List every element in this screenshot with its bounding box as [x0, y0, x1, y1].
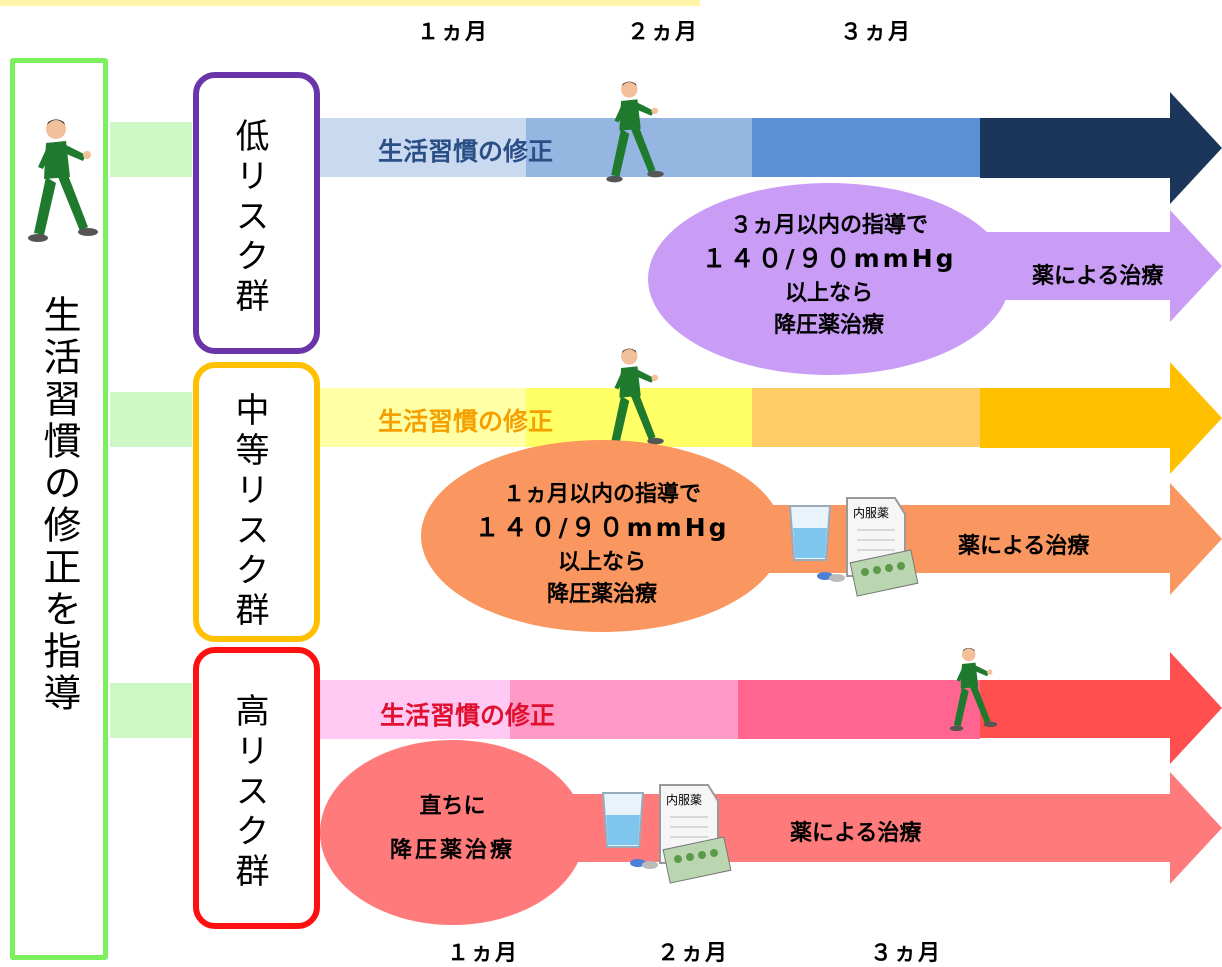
month-label-bottom-2: ２ヵ月 — [657, 941, 730, 966]
lifestyle-guidance-box — [10, 58, 108, 960]
walking-person-icon — [28, 119, 98, 242]
connector-high — [110, 683, 192, 738]
month-label-top-1: １ヵ月 — [417, 20, 490, 45]
lifestyle-label-high: 生活習慣の修正 — [380, 701, 556, 730]
arrow-high — [980, 652, 1222, 764]
medicine-bag-label: 内服薬 — [853, 506, 890, 520]
risk-box-high — [193, 647, 320, 929]
ellipse-line: 以上なら — [784, 281, 873, 306]
ellipse-line: １ヵ月以内の指導で — [502, 482, 701, 507]
risk-label-high: 高リスク群 — [229, 693, 269, 893]
risk-box-low — [193, 72, 320, 354]
ellipse-line: 降圧薬治療 — [773, 313, 884, 338]
ellipse-line: 降圧薬治療 — [389, 838, 515, 863]
risk-label-mid: 中等リスク群 — [229, 392, 269, 632]
lifestyle-band-mid — [320, 388, 980, 447]
ellipse-line: 降圧薬治療 — [546, 582, 657, 607]
ellipse-line: １４０/９０mmHg — [701, 244, 957, 273]
lifestyle-band-high — [320, 680, 980, 739]
treatment-ellipse-low: ３ヵ月以内の指導で １４０/９０mmHg 以上なら 降圧薬治療 — [648, 183, 1010, 375]
ellipse-line: ３ヵ月以内の指導で — [729, 213, 928, 238]
connector-low — [110, 122, 192, 177]
ellipse-line: 以上なら — [557, 550, 646, 575]
treatment-ellipse-high: 直ちに 降圧薬治療 — [320, 740, 585, 925]
drug-arrow-low — [980, 210, 1222, 322]
month-label-top-3: ３ヵ月 — [840, 20, 913, 45]
lifestyle-band-low — [320, 118, 980, 177]
ellipse-line: 直ちに — [419, 794, 486, 819]
drug-therapy-label-high: 薬による治療 — [790, 821, 922, 846]
month-label-top-2: ２ヵ月 — [627, 20, 700, 45]
drug-therapy-label-mid: 薬による治療 — [958, 534, 1090, 559]
risk-label-low: 低リスク群 — [229, 118, 269, 318]
lifestyle-label-low: 生活習慣の修正 — [378, 137, 554, 166]
risk-box-mid — [193, 362, 320, 642]
lifestyle-guidance-label: 生活習慣の修正を指導 — [37, 295, 81, 715]
medicine-icon — [788, 497, 919, 597]
medicine-bag-label: 内服薬 — [666, 793, 703, 807]
top-rule — [0, 0, 700, 6]
ellipse-line: １４０/９０mmHg — [474, 513, 730, 542]
arrow-mid — [980, 362, 1222, 474]
connector-mid — [110, 392, 192, 447]
lifestyle-label-mid: 生活習慣の修正 — [378, 407, 554, 436]
month-label-bottom-3: ３ヵ月 — [870, 941, 943, 966]
walking-person-icon — [949, 647, 998, 732]
medicine-icon — [601, 784, 732, 884]
treatment-ellipse-mid: １ヵ月以内の指導で １４０/９０mmHg 以上なら 降圧薬治療 — [421, 440, 783, 632]
drug-therapy-label-low: 薬による治療 — [1032, 264, 1164, 289]
arrow-low — [980, 92, 1222, 204]
month-label-bottom-1: １ヵ月 — [447, 941, 520, 966]
walking-person-icon — [606, 81, 664, 183]
